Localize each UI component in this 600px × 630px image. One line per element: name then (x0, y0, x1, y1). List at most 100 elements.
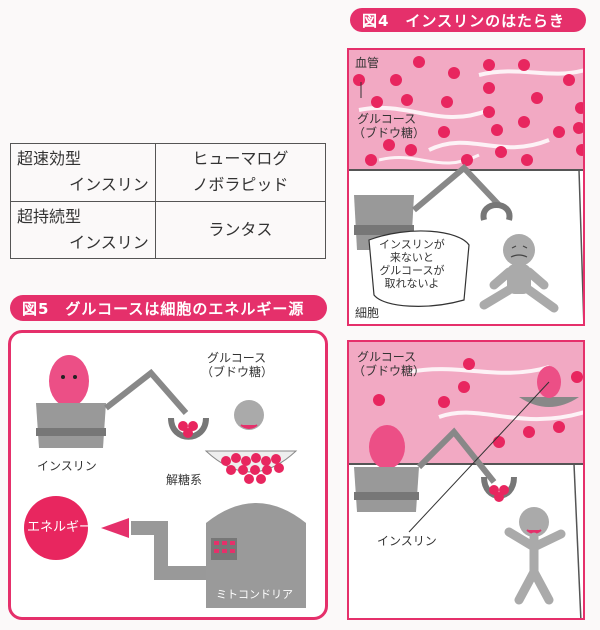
glucose-dot (261, 456, 271, 466)
glucose-dot (238, 465, 248, 475)
cell-text: ヒューマログ (192, 149, 289, 169)
figure4-panel: 血管 グルコース （ブドウ糖） インスリンが 来ないと グルコースが 取れないよ… (347, 48, 585, 326)
speech-line: 取れないよ (384, 277, 440, 290)
glucose-label: グルコース (207, 351, 267, 365)
blood-vessel-label: 血管 (355, 56, 380, 70)
glucose-label: グルコース (357, 112, 417, 126)
insulin-table: 超速効型インスリン ヒューマログノボラピッド 超持続型インスリン ランタス (10, 143, 327, 259)
glucose-dot (383, 139, 395, 151)
cell-text: ランタス (208, 219, 273, 239)
sad-person-head (503, 234, 535, 266)
cell-text: ノボラピッド (192, 175, 289, 195)
glucose-dot (521, 154, 533, 166)
energy-circle (24, 496, 88, 560)
glucose-sub-label: （ブドウ糖） (353, 364, 426, 378)
figure5-title-text: 図5 グルコースは細胞のエネルギー源 (22, 299, 305, 318)
glucose-dots (353, 56, 583, 166)
cell-label: 細胞 (355, 306, 380, 320)
figure4-title: 図4 インスリンのはたらき (350, 8, 586, 32)
insulin-character (369, 425, 405, 469)
glucose-dot (231, 453, 241, 463)
speech-text: インスリンが 来ないと グルコースが 取れないよ (379, 238, 445, 290)
glucose-dot (483, 106, 495, 118)
table-row: 超持続型インスリン ランタス (10, 200, 327, 259)
glucose-dot (241, 456, 251, 466)
glucose-dot (353, 74, 365, 86)
speech-bubble (368, 230, 470, 307)
glycolysis-label: 解糖系 (166, 473, 203, 487)
glucose-dot (575, 102, 583, 114)
energy-label: エネルギー (27, 520, 93, 535)
glucose-dot (251, 453, 261, 463)
mitochondria-label: ミトコンドリア (216, 588, 293, 601)
glucose-dot (573, 122, 583, 134)
insulin-character (49, 355, 89, 407)
glucose-dot (244, 474, 254, 484)
glucose-sub-label: （ブドウ糖） (353, 126, 426, 140)
blood-vessel-area (349, 50, 583, 170)
crane-arm (412, 163, 502, 213)
cell-text: インスリン (69, 232, 149, 252)
product-cell: ランタス (154, 200, 327, 259)
cell-text: インスリン (69, 175, 149, 195)
table-row: 超速効型インスリン ヒューマログノボラピッド (10, 143, 327, 202)
insulin-label: インスリン (37, 459, 97, 473)
insulin-type-cell: 超持続型インスリン (10, 200, 156, 259)
energy-illustration (24, 355, 306, 608)
insulin-absent-illustration (349, 50, 583, 321)
glucose-dot (495, 146, 507, 158)
glucose-dot (531, 92, 543, 104)
insulin-type-cell: 超速効型インスリン (10, 143, 156, 202)
glucose-dot (518, 59, 530, 71)
glucose-dot (483, 59, 495, 71)
glucose-sub-label: （ブドウ糖） (201, 365, 274, 379)
product-cell: ヒューマログノボラピッド (154, 143, 327, 202)
happy-person-head (519, 507, 549, 537)
glucose-dot (571, 371, 583, 383)
figure5-title: 図5 グルコースは細胞のエネルギー源 (10, 295, 327, 321)
glucose-dot (448, 67, 460, 79)
speech-line: インスリンが (379, 238, 445, 251)
glucose-dot (576, 144, 583, 156)
glucose-dot (405, 144, 417, 156)
cell-text: 超持続型 (17, 206, 82, 226)
cell-text: 超速効型 (17, 149, 82, 169)
glucose-label: グルコース (357, 350, 417, 364)
glucose-dot (461, 154, 473, 166)
figure4-title-text: 図4 インスリンのはたらき (362, 11, 565, 30)
speech-line: グルコースが (379, 264, 445, 277)
glucose-dot (262, 465, 272, 475)
glucose-dot (493, 436, 505, 448)
glucose-dot (365, 154, 377, 166)
crane-arm (104, 368, 189, 415)
glucose-dot (373, 394, 385, 406)
glucose-dot (413, 56, 425, 68)
glucose-dot (371, 96, 383, 108)
glucose-dot (563, 74, 575, 86)
glucose-dot (256, 474, 266, 484)
glucose-dot (221, 456, 231, 466)
glucose-dot (518, 116, 530, 128)
glucose-dot (441, 96, 453, 108)
glucose-dot (274, 463, 284, 473)
machine-body (36, 403, 106, 448)
glucose-dot (523, 426, 535, 438)
glucose-dot (390, 74, 402, 86)
glucose-dot (250, 465, 260, 475)
glucose-dot (438, 396, 450, 408)
glucose-dot (483, 82, 495, 94)
arrow-icon (101, 518, 129, 538)
glucose-dot (226, 465, 236, 475)
crane-claw (480, 202, 513, 221)
person-head (234, 400, 264, 430)
glucose-dot (401, 94, 413, 106)
glucose-dot (458, 381, 470, 393)
glucose-dot (553, 421, 565, 433)
glucose-dot (271, 454, 281, 464)
glucose-dot (463, 358, 475, 370)
insulin-present-illustration (349, 342, 583, 618)
insulin-label: インスリン (377, 534, 437, 548)
speech-line: 来ないと (389, 251, 434, 264)
figure5-panel: グルコース （ブドウ糖） インスリン 解糖系 エネルギー ミトコンドリア (8, 330, 328, 620)
glucose-dot (438, 126, 450, 138)
